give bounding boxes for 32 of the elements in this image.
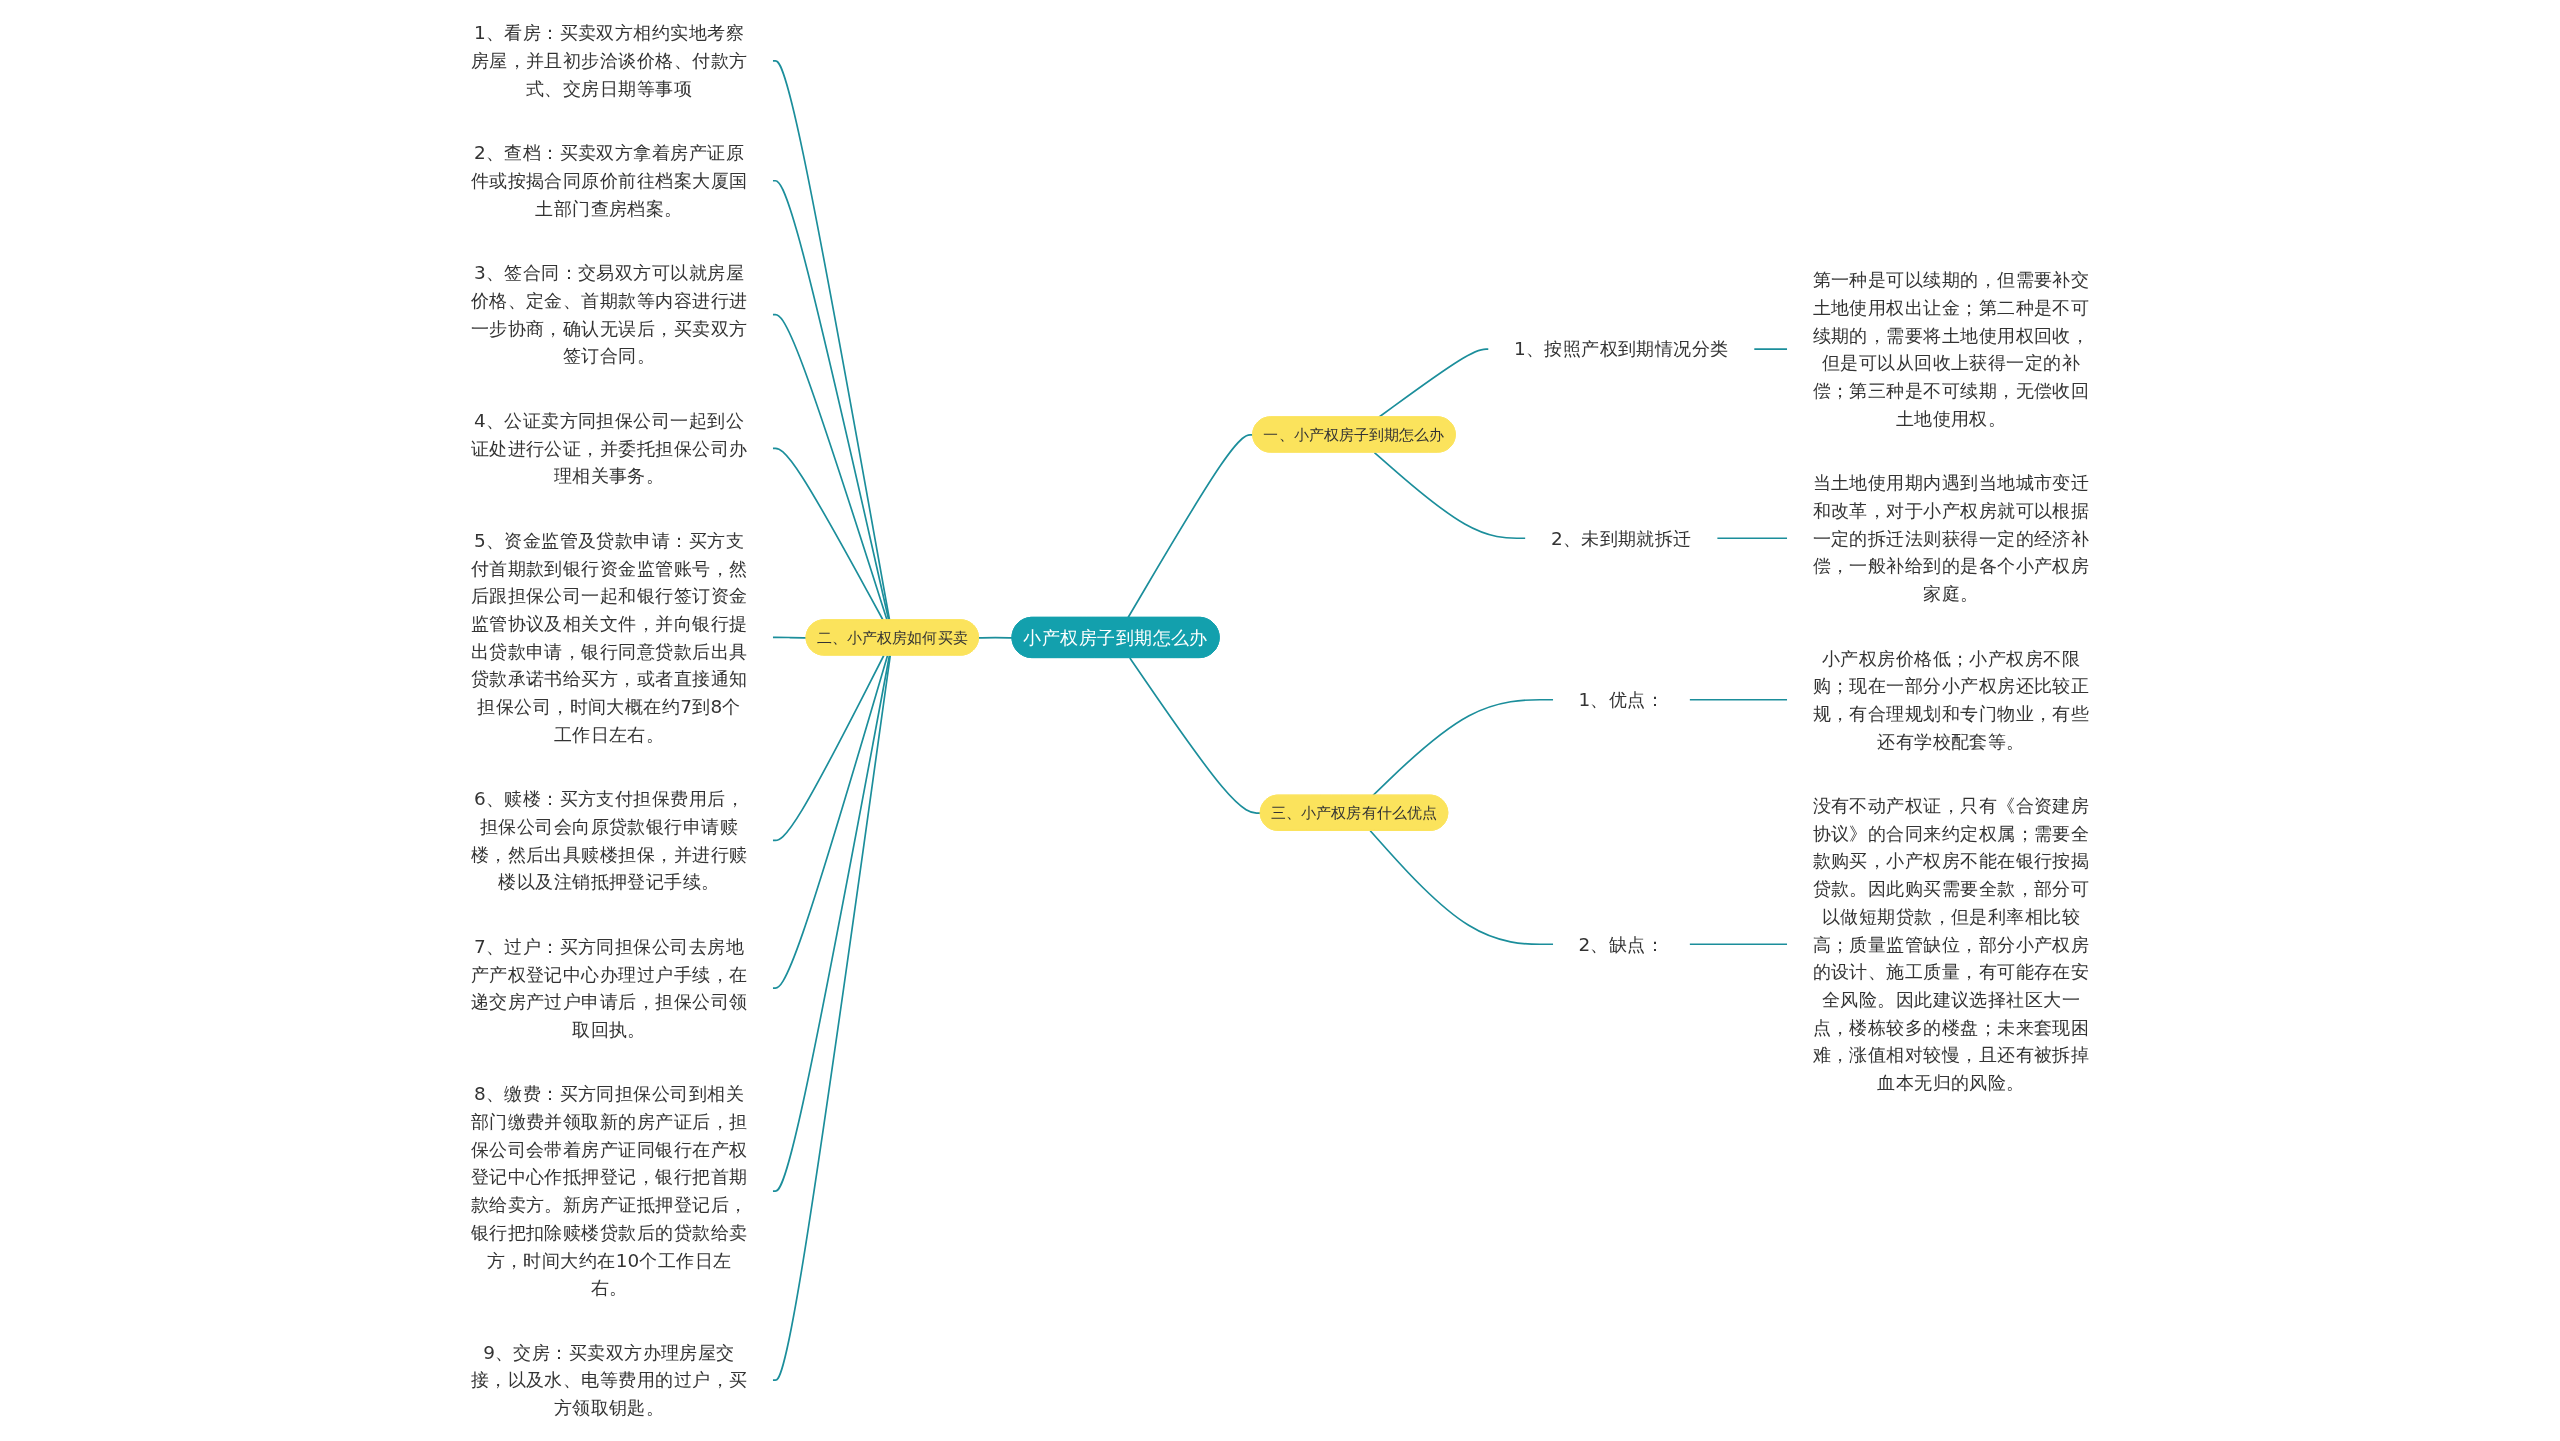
connector <box>1716 537 1789 540</box>
node-text: 5、资金监管及贷款申请：买方支付首期款到银行资金监管账号，然后跟担保公司一起和银行签订资金监管协议及相关文件，并向银行提出贷款申请，银行同意贷款后出具贷款承诺书给买方，或者直接通知担保公司，时间大概在约7到8个工作日左右。 <box>470 530 748 745</box>
node-text: 4、公证卖方同担保公司一起到公证处进行公证，并委托担保公司办理相关事务。 <box>470 410 748 487</box>
node-text: 9、交房：买卖双方办理房屋交接，以及水、电等费用的过户，买方领取钥匙。 <box>470 1342 748 1419</box>
connector <box>1369 829 1555 946</box>
connector <box>771 654 892 1382</box>
connector <box>1373 451 1527 540</box>
connector <box>1127 434 1254 619</box>
node-text: 1、看房：买卖双方相约实地考察房屋，并且初步洽谈价格、付款方式、交房日期等事项 <box>470 22 748 99</box>
connector <box>1129 657 1262 814</box>
connector <box>1753 348 1789 350</box>
node-text: 8、缴费：买方同担保公司到相关部门缴费并领取新的房产证后，担保公司会带着房产证同银行在产权登记中心作抵押登记，银行把首期款给卖方。新房产证抵押登记后，银行把扣除赎楼贷款后的贷款给卖方，时间大约在10个工作日左右。 <box>470 1083 748 1299</box>
connector <box>978 636 1014 639</box>
node-text: 6、赎楼：买方支付担保费用后，担保公司会向原贷款银行申请赎楼，然后出具赎楼担保，并进行赎楼以及注销抵押登记手续。 <box>470 788 748 893</box>
connector <box>1372 698 1555 797</box>
node-text: 2、未到期就拆迁 <box>1550 527 1692 549</box>
connector <box>771 654 891 1192</box>
node-text: 2、缺点： <box>1578 933 1665 955</box>
connector <box>771 636 808 639</box>
node-text: 当土地使用期内遇到当地城市变迁和改革，对于小产权房就可以根据一定的拆迁法则获得一定的经济补偿，一般补给到的是各个小产权房家庭。 <box>1812 472 2090 605</box>
node-text: 7、过户：买方同担保公司去房地产产权登记中心办理过户手续，在递交房产过户申请后，担保公司领取回执。 <box>470 936 748 1041</box>
connector <box>771 654 885 842</box>
node-text: 小产权房价格低；小产权房不限购；现在一部分小产权房还比较正规，有合理规划和专门物业，有些还有学校配套等。 <box>1812 647 2090 752</box>
node-text: 1、优点： <box>1578 689 1665 711</box>
connector <box>1688 943 1789 946</box>
node-text: 3、签合同：交易双方可以就房屋价格、定金、首期款等内容进行进一步协商，确认无误后，买卖双方签订合同。 <box>470 262 748 367</box>
node-text: 1、按照产权到期情况分类 <box>1513 338 1729 360</box>
connector <box>1688 698 1789 701</box>
node-text: 没有不动产权证，只有《合资建房协议》的合同来约定权属；需要全款购买，小产权房不能在银行按揭贷款。因此购买需要全款，部分可以做短期贷款，但是利率相比较高；质量监管缺位，部分小产权房的设计、施工质量，有可能存在安全风险。因此建议选择社区大一点，楼栋较多的楼盘；未来套现困难，涨值相对较慢，且还有被拆掉血本无归的风险。 <box>1812 795 2090 1094</box>
node-text: 第一种是可以续期的，但需要补交土地使用权出让金；第二种是不可续期的，需要将土地使用权回收，但是可以从回收上获得一定的补偿；第三种是不可续期，无偿收回土地使用权。 <box>1812 269 2090 429</box>
connector <box>771 654 889 989</box>
node-text: 2、查档：买卖双方拿着房产证原件或按揭合同原价前往档案大厦国土部门查房档案。 <box>470 142 748 219</box>
